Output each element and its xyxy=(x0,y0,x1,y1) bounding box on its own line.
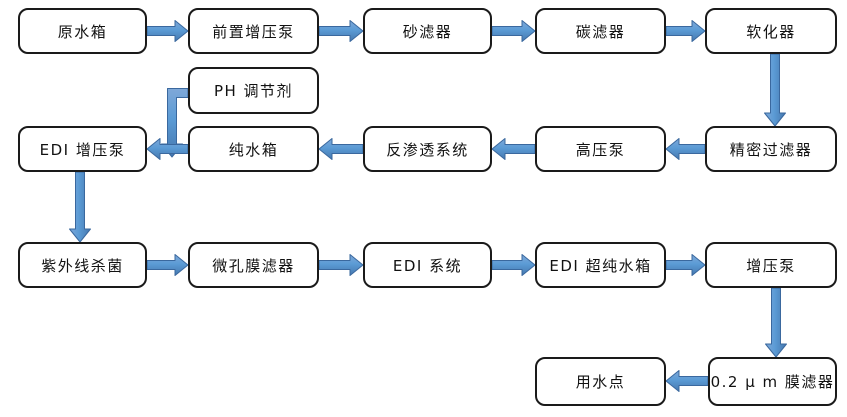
arrow-boost-pump-to-membrane-filter-0-2um xyxy=(765,287,787,358)
arrow-pure-water-tank-to-edi-boost-pump xyxy=(146,138,189,160)
arrow-softener-to-precision-filter xyxy=(764,53,786,127)
arrow-carbon-filter-to-softener xyxy=(665,20,706,42)
node-raw-water-tank: 原水箱 xyxy=(18,8,147,54)
arrow-uv-sterilizer-to-microporous-membrane-filter xyxy=(146,254,189,276)
node-edi-ultrapure-water-tank: EDI 超纯水箱 xyxy=(535,242,666,288)
arrow-ro-system-to-pure-water-tank xyxy=(318,138,364,160)
arrow-edi-boost-pump-to-uv-sterilizer xyxy=(69,171,91,243)
node-precision-filter: 精密过滤器 xyxy=(705,126,837,172)
node-carbon-filter: 碳滤器 xyxy=(535,8,666,54)
node-pure-water-tank: 纯水箱 xyxy=(188,126,319,172)
node-microporous-membrane-filter: 微孔膜滤器 xyxy=(188,242,319,288)
node-edi-boost-pump: EDI 增压泵 xyxy=(18,126,147,172)
arrow-edi-ultrapure-water-tank-to-boost-pump xyxy=(665,254,706,276)
arrow-membrane-filter-0-2um-to-use-point xyxy=(665,370,709,392)
node-ro-system: 反渗透系统 xyxy=(363,126,492,172)
node-edi-system: EDI 系统 xyxy=(363,242,492,288)
node-softener: 软化器 xyxy=(705,8,837,54)
node-uv-sterilizer: 紫外线杀菌 xyxy=(18,242,147,288)
arrow-microporous-membrane-filter-to-edi-system xyxy=(318,254,364,276)
node-high-pressure-pump: 高压泵 xyxy=(535,126,666,172)
node-use-point: 用水点 xyxy=(535,357,666,406)
arrow-edi-system-to-edi-ultrapure-water-tank xyxy=(491,254,536,276)
arrow-high-pressure-pump-to-ro-system xyxy=(491,138,536,160)
node-ph-adjuster: PH 调节剂 xyxy=(188,67,319,114)
node-sand-filter: 砂滤器 xyxy=(363,8,492,54)
arrow-raw-water-tank-to-pre-boost-pump xyxy=(146,20,189,42)
node-boost-pump: 增压泵 xyxy=(705,242,837,288)
node-pre-boost-pump: 前置增压泵 xyxy=(188,8,319,54)
arrow-pre-boost-pump-to-sand-filter xyxy=(318,20,364,42)
arrow-sand-filter-to-carbon-filter xyxy=(491,20,536,42)
node-membrane-filter-0-2um: 0.2 μ m 膜滤器 xyxy=(708,357,837,406)
arrow-precision-filter-to-high-pressure-pump xyxy=(665,138,706,160)
